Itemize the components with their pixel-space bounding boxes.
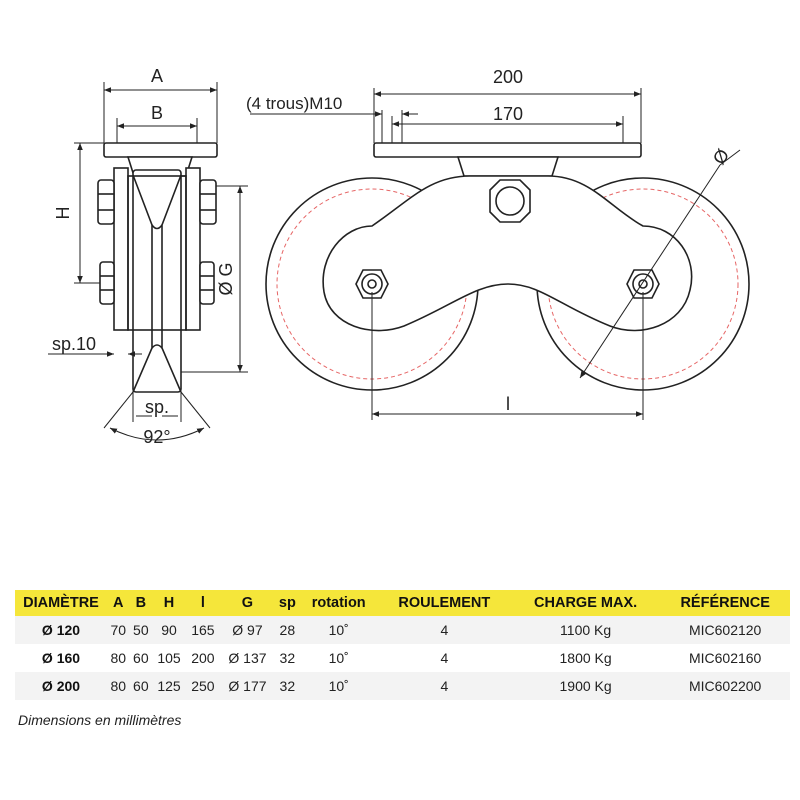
cell-rotation: 10˚ [299,616,378,644]
cell-charge-max: 1800 Kg [510,644,661,672]
cell-b: 50 [129,616,153,644]
front-bracket [322,175,693,332]
col-header-charge-max: CHARGE MAX. [510,590,661,616]
table-row: Ø 120 70 50 90 165 Ø 97 28 10˚ 4 1100 Kg… [15,616,790,644]
dim-label-l: l [506,394,510,414]
cell-b: 60 [129,644,153,672]
table-row: Ø 200 80 60 125 250 Ø 177 32 10˚ 4 1900 … [15,672,790,700]
cell-rotation: 10˚ [299,672,378,700]
cell-b: 60 [129,672,153,700]
cell-h: 90 [152,616,186,644]
side-plate-right [185,167,201,331]
side-bolt-top-left [97,179,115,225]
cell-g: Ø 177 [219,672,276,700]
cell-a: 70 [107,616,130,644]
col-header-reference: RÉFÉRENCE [660,590,790,616]
cell-a: 80 [107,672,130,700]
col-header-diametre: DIAMÈTRE [15,590,107,616]
cell-roulement: 4 [377,644,511,672]
side-view [97,142,218,393]
front-view [265,142,750,391]
cell-g: Ø 137 [219,644,276,672]
cell-roulement: 4 [377,616,511,644]
dim-label-sp10: sp.10 [52,334,96,354]
col-header-h: H [152,590,186,616]
table-row: Ø 160 80 60 105 200 Ø 137 32 10˚ 4 1800 … [15,644,790,672]
side-wheel [132,169,182,393]
cell-charge-max: 1900 Kg [510,672,661,700]
dim-label-angle: 92° [143,427,170,447]
side-hub [127,175,187,331]
cell-sp: 32 [275,672,300,700]
side-bolt-bottom-left [99,261,115,305]
cell-sp: 32 [275,644,300,672]
col-header-b: B [129,590,153,616]
side-top-plate [103,142,218,158]
col-header-l: l [185,590,220,616]
spec-table: DIAMÈTRE A B H l G sp rotation ROULEMENT… [15,590,790,700]
cell-reference: MIC602160 [660,644,790,672]
col-header-sp: sp [275,590,300,616]
cell-roulement: 4 [377,672,511,700]
dim-label-sp: sp. [145,397,169,417]
dim-label-diameter: Ø [709,145,733,168]
dim-label-H: H [53,207,73,220]
cell-diametre: Ø 160 [15,644,107,672]
table-header-row: DIAMÈTRE A B H l G sp rotation ROULEMENT… [15,590,790,616]
front-boss [456,156,560,177]
units-note: Dimensions en millimètres [18,712,182,728]
cell-reference: MIC602120 [660,616,790,644]
front-top-plate [373,142,642,158]
cell-l: 165 [185,616,220,644]
dim-label-200: 200 [493,67,523,87]
side-plate-left [113,167,129,331]
cell-rotation: 10˚ [299,644,378,672]
cell-g: Ø 97 [219,616,276,644]
cell-diametre: Ø 200 [15,672,107,700]
col-header-rotation: rotation [299,590,378,616]
side-bolt-top-right [199,179,217,225]
side-groove [132,174,182,393]
cell-a: 80 [107,644,130,672]
cell-sp: 28 [275,616,300,644]
cell-diametre: Ø 120 [15,616,107,644]
side-dimensions [48,82,248,441]
dim-label-holes: (4 trous)M10 [246,94,342,113]
cell-h: 125 [152,672,186,700]
dim-label-B: B [151,103,163,123]
technical-drawing: A B H Ø G sp.10 sp. 92° [48,66,750,447]
cell-h: 105 [152,644,186,672]
side-bolt-bottom-right [199,261,215,305]
dim-label-170: 170 [493,104,523,124]
cell-l: 250 [185,672,220,700]
col-header-g: G [219,590,276,616]
cell-charge-max: 1100 Kg [510,616,661,644]
dim-label-G: Ø G [216,262,236,295]
col-header-roulement: ROULEMENT [377,590,511,616]
cell-l: 200 [185,644,220,672]
col-header-a: A [107,590,130,616]
front-dimensions [250,88,741,420]
dim-label-A: A [151,66,163,86]
cell-reference: MIC602200 [660,672,790,700]
